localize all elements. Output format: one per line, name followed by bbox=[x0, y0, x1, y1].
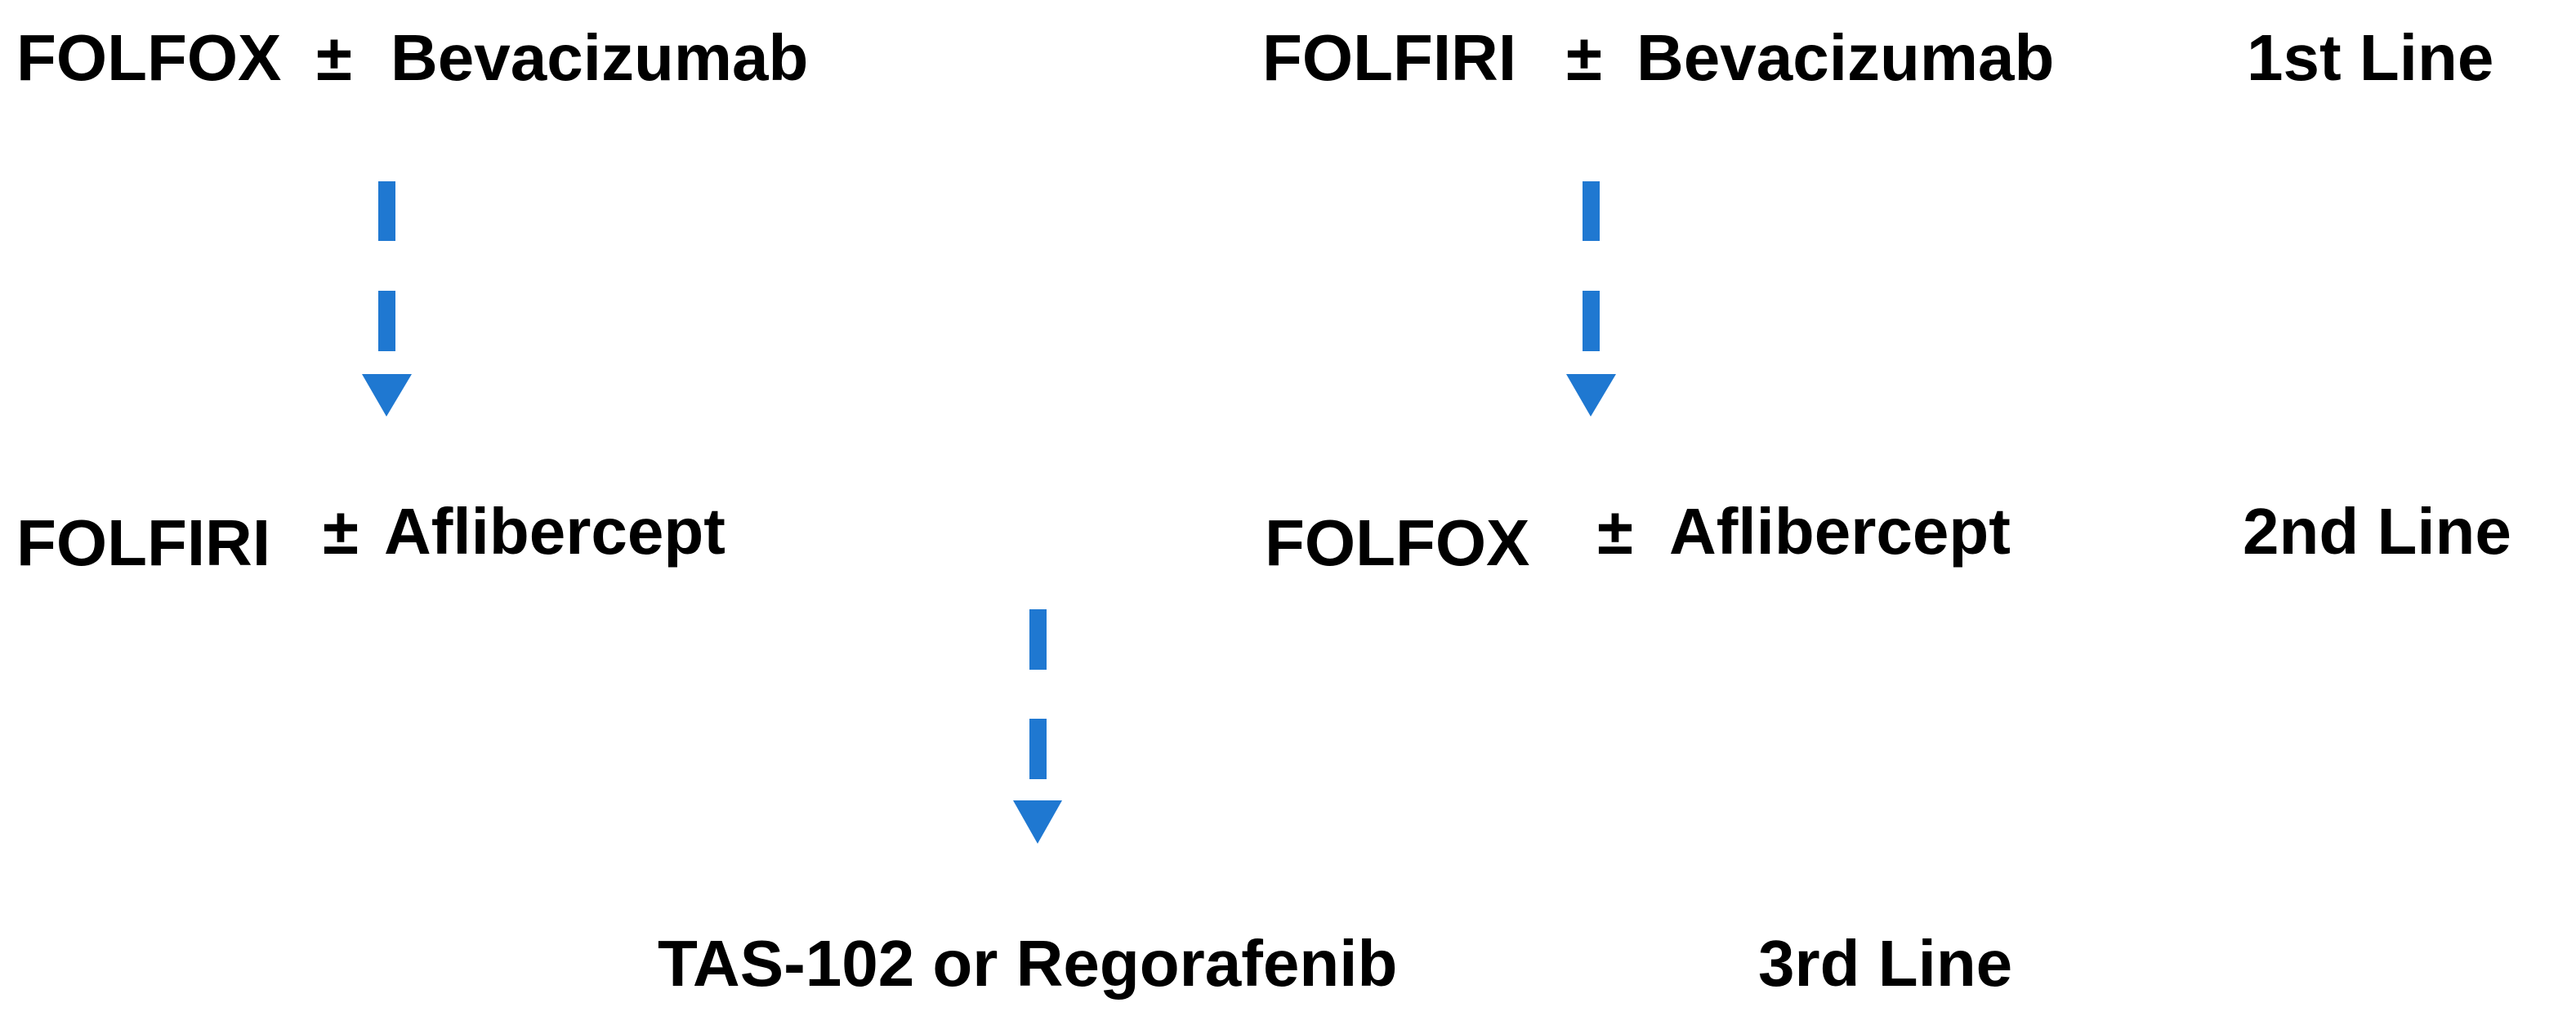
arrow-second-to-third bbox=[1013, 609, 1062, 844]
arrow-dash-icon bbox=[378, 291, 395, 351]
arrow-dash-icon bbox=[1583, 291, 1600, 351]
arrow-dash-icon bbox=[1583, 181, 1600, 241]
second-line-right-plus-minus: ± bbox=[1597, 495, 1633, 568]
arrow-head-down-icon bbox=[362, 374, 412, 417]
first-line-right-addon: Bevacizumab bbox=[1636, 21, 2055, 94]
first-line-left-drug: FOLFOX bbox=[16, 21, 282, 94]
second-line-right-drug: FOLFOX bbox=[1265, 506, 1530, 579]
arrow-head-down-icon bbox=[1013, 800, 1062, 844]
first-line-left-addon: Bevacizumab bbox=[391, 21, 809, 94]
second-line-left-addon: Aflibercept bbox=[384, 495, 725, 568]
arrow-first-left-to-second-left bbox=[362, 181, 412, 417]
first-line-right-drug: FOLFIRI bbox=[1262, 21, 1517, 94]
first-line-left-plus-minus: ± bbox=[316, 21, 352, 94]
second-line-label: 2nd Line bbox=[2243, 495, 2511, 568]
arrow-dash-icon bbox=[1029, 609, 1047, 670]
arrow-dash-icon bbox=[378, 181, 395, 241]
third-line-label: 3rd Line bbox=[1758, 927, 2013, 1000]
arrow-first-right-to-second-right bbox=[1566, 181, 1616, 417]
arrow-dash-icon bbox=[1029, 719, 1047, 779]
arrow-head-down-icon bbox=[1566, 374, 1616, 417]
first-line-right-plus-minus: ± bbox=[1566, 21, 1602, 94]
second-line-left-drug: FOLFIRI bbox=[16, 506, 271, 579]
third-line-regimen: TAS-102 or Regorafenib bbox=[658, 927, 1398, 1000]
second-line-right-addon: Aflibercept bbox=[1669, 495, 2011, 568]
first-line-label: 1st Line bbox=[2247, 21, 2494, 94]
second-line-left-plus-minus: ± bbox=[323, 495, 359, 568]
